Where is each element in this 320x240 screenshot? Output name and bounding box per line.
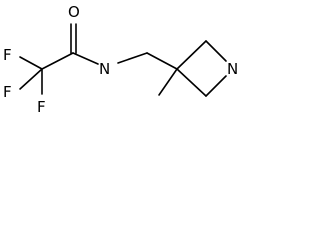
atom-oxygen: O <box>68 3 80 21</box>
atom-amide-nitrogen: N <box>99 60 110 78</box>
atom-ring-nitrogen: N <box>227 60 238 78</box>
bond-cq-ring-bottom <box>176 68 207 97</box>
bond-ring-bottom-n <box>205 75 227 97</box>
atom-f-bottom: F <box>37 98 46 116</box>
bond-c-f1 <box>19 56 43 70</box>
chemical-structure: F F F O N N <box>3 3 238 116</box>
bond-ch2-cq <box>146 52 178 70</box>
bond-cq-ring-top <box>176 40 207 70</box>
atom-f-lower-left: F <box>3 83 12 101</box>
bond-ring-top-n <box>205 40 227 62</box>
atom-f-upper: F <box>3 46 12 64</box>
bond-c-f2 <box>19 68 43 90</box>
bond-n-ch2 <box>117 52 148 64</box>
bond-cq-methyl <box>158 68 178 96</box>
bond-cf3-carbonyl <box>41 52 74 70</box>
bond-carbonyl-n <box>72 52 99 65</box>
